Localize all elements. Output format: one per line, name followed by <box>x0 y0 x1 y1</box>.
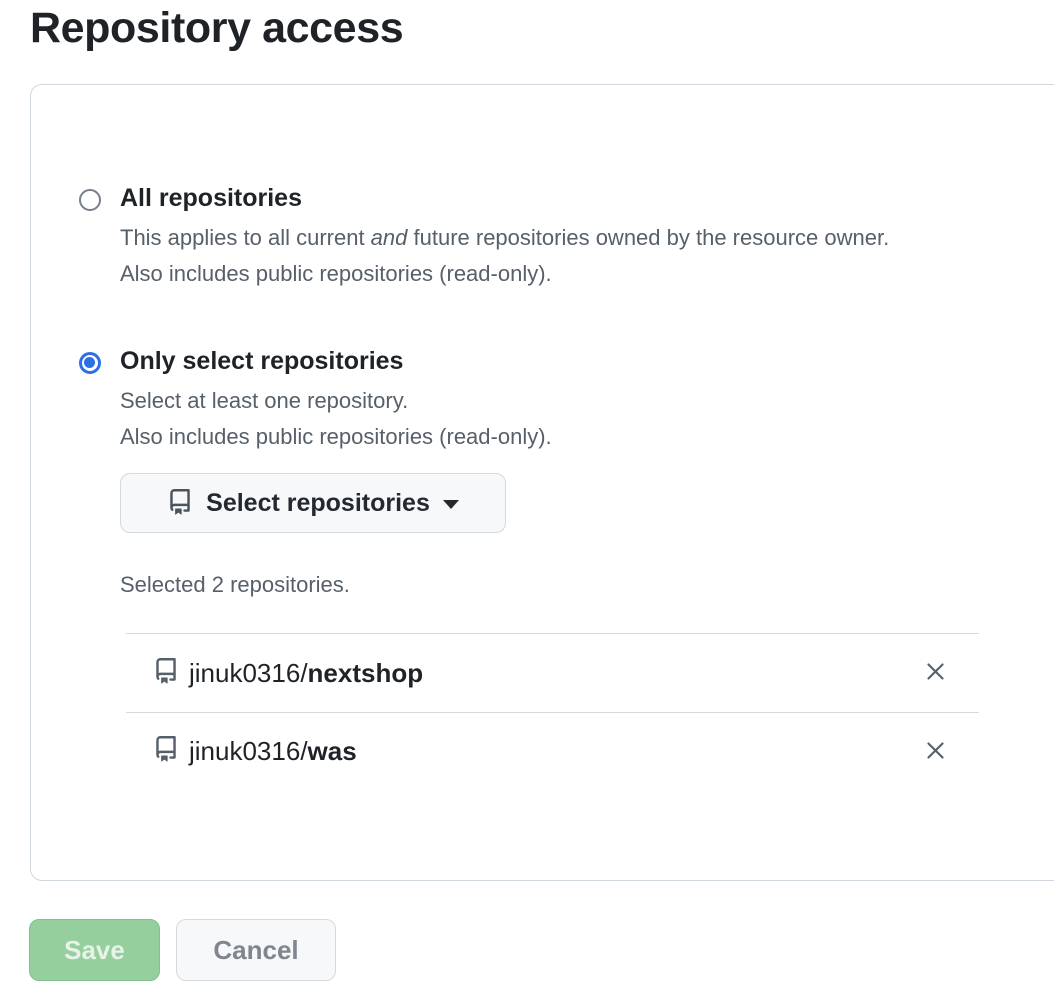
x-icon <box>924 739 947 765</box>
repo-icon <box>153 657 179 689</box>
cancel-button[interactable]: Cancel <box>176 919 336 981</box>
all-repositories-desc-part1: This applies to all current <box>120 225 371 250</box>
remove-repository-button[interactable] <box>922 737 949 767</box>
repo-icon <box>153 736 179 767</box>
repository-row: jinuk0316/was <box>126 712 979 790</box>
select-repositories-button[interactable]: Select repositories <box>120 473 506 533</box>
all-repositories-desc-part2: future repositories owned by the resourc… <box>407 225 890 250</box>
repository-access-card: All repositories This applies to all cur… <box>30 84 1054 881</box>
repository-owner: jinuk0316/ <box>189 657 308 688</box>
x-icon <box>924 660 947 686</box>
only-select-repositories-label: Only select repositories <box>120 347 404 375</box>
all-repositories-radio[interactable] <box>79 189 101 211</box>
triangle-down-icon <box>442 500 459 509</box>
all-repositories-desc-line2: Also includes public repositories (read-… <box>120 261 552 286</box>
only-select-repositories-description: Select at least one repository. Also inc… <box>120 383 552 455</box>
all-repositories-label: All repositories <box>120 184 302 212</box>
selected-repositories-list: jinuk0316/nextshop jinuk0316/was <box>126 633 979 790</box>
repository-row: jinuk0316/nextshop <box>126 634 979 712</box>
repo-icon <box>167 488 193 518</box>
only-select-repositories-radio[interactable] <box>79 352 101 374</box>
all-repositories-description: This applies to all current and future r… <box>120 220 889 292</box>
repository-name: was <box>307 736 357 766</box>
save-button[interactable]: Save <box>29 919 160 981</box>
all-repositories-desc-italic: and <box>370 225 408 250</box>
select-repositories-button-label: Select repositories <box>206 488 430 517</box>
repository-owner: jinuk0316/ <box>189 736 308 766</box>
only-select-desc-line1: Select at least one repository. <box>120 388 409 413</box>
only-select-desc-line2: Also includes public repositories (read-… <box>120 424 552 449</box>
remove-repository-button[interactable] <box>922 658 949 688</box>
repository-full-name: jinuk0316/was <box>189 736 357 767</box>
repository-full-name: jinuk0316/nextshop <box>189 658 423 689</box>
page-title: Repository access <box>30 4 404 52</box>
selected-count-text: Selected 2 repositories. <box>120 572 350 597</box>
repository-name: nextshop <box>307 657 424 688</box>
